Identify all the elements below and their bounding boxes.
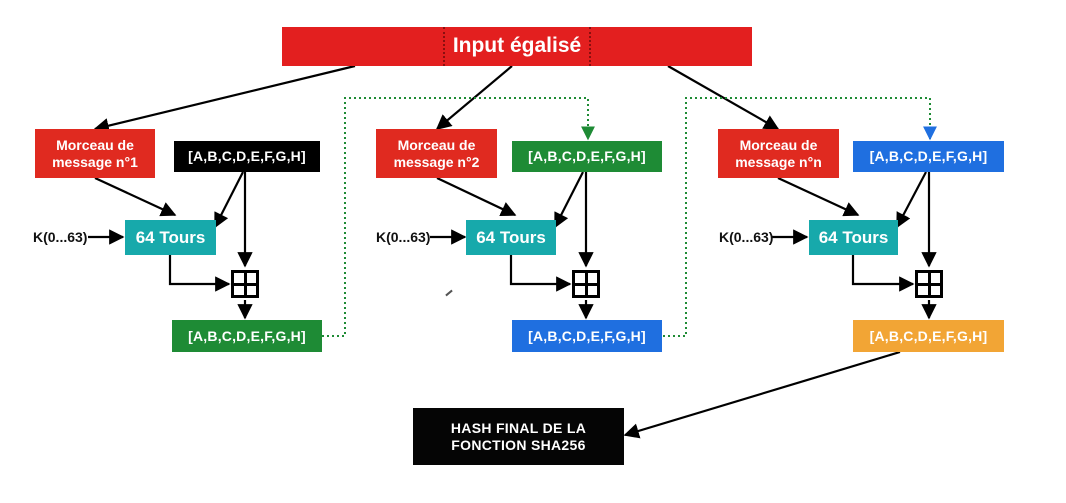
chain-link-2: [663, 97, 937, 337]
adder-icon-n: [915, 270, 943, 298]
state-input-2: [A,B,C,D,E,F,G,H]: [512, 141, 662, 172]
adder-icon-2: [572, 270, 600, 298]
input-title-label: Input égalisé: [442, 27, 592, 66]
arrow-input-chunk1: [93, 64, 356, 134]
state-result-2: [A,B,C,D,E,F,G,H]: [512, 320, 662, 352]
k-label-2: K(0...63): [376, 229, 431, 245]
tours-1: 64 Tours: [125, 220, 216, 255]
state-result-1: [A,B,C,D,E,F,G,H]: [172, 320, 322, 352]
input-title: Input égalisé: [282, 27, 752, 66]
chunk-1: Morceau de message n°1: [35, 129, 155, 178]
arrow-input-chunkn: [667, 65, 780, 130]
k-label-n: K(0...63): [719, 229, 774, 245]
tours-n: 64 Tours: [809, 220, 898, 255]
k-label-1: K(0...63): [33, 229, 88, 245]
state-result-n: [A,B,C,D,E,F,G,H]: [853, 320, 1004, 352]
state-input-n: [A,B,C,D,E,F,G,H]: [853, 141, 1004, 172]
tours-2: 64 Tours: [466, 220, 556, 255]
chunk-n: Morceau de message n°n: [718, 129, 839, 178]
chain-link-1: [322, 97, 595, 337]
chunk-2: Morceau de message n°2: [376, 129, 497, 178]
final-hash: HASH FINAL DE LA FONCTION SHA256: [413, 408, 624, 465]
arrow-final-hash: [623, 350, 901, 439]
adder-icon-1: [231, 270, 259, 298]
state-initial: [A,B,C,D,E,F,G,H]: [174, 141, 320, 172]
